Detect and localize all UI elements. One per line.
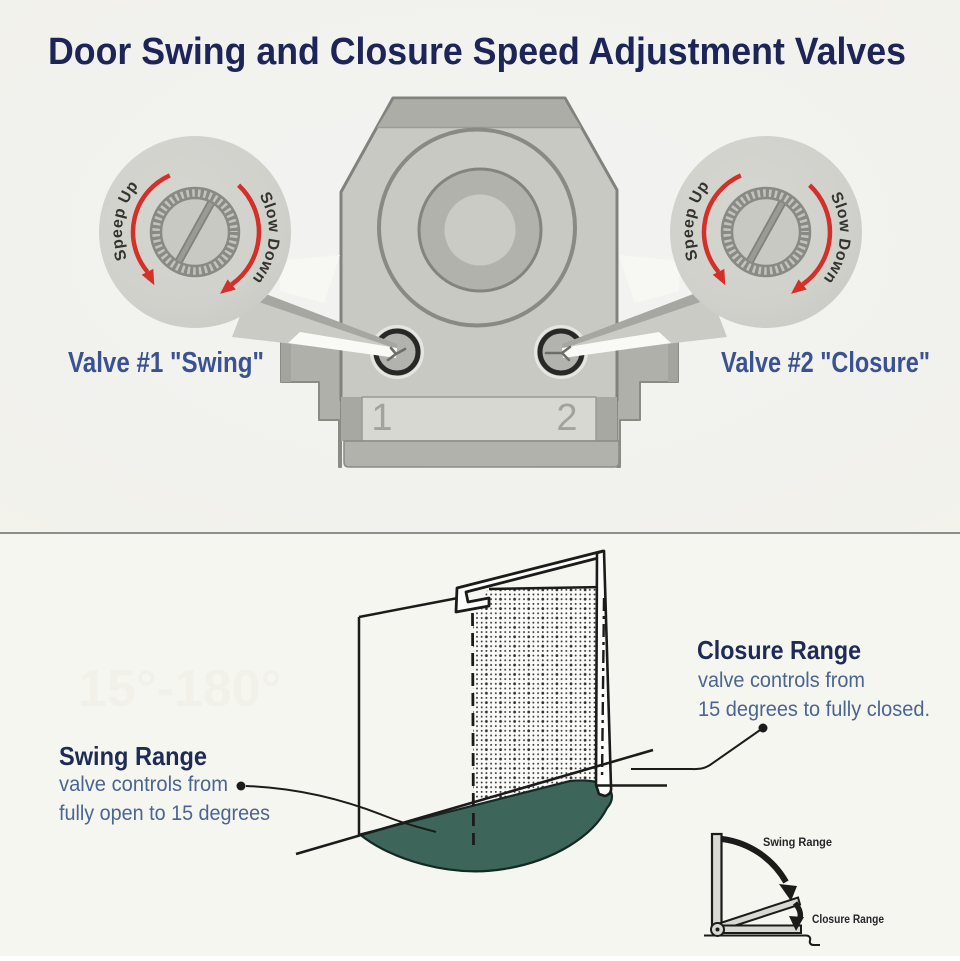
- svg-text:Valve #1 "Swing": Valve #1 "Swing": [68, 347, 264, 379]
- svg-text:2: 2: [556, 397, 577, 439]
- svg-text:Valve #2 "Closure": Valve #2 "Closure": [721, 347, 930, 379]
- svg-text:Closure Range: Closure Range: [812, 912, 884, 926]
- svg-text:valve controls from: valve controls from: [59, 773, 228, 796]
- svg-text:Closure Range: Closure Range: [697, 635, 861, 665]
- svg-text:Swing Range: Swing Range: [59, 741, 207, 771]
- svg-text:fully open to 15 degrees: fully open to 15 degrees: [59, 802, 270, 825]
- svg-text:Door Swing and Closure Speed A: Door Swing and Closure Speed Adjustment …: [48, 31, 906, 73]
- svg-text:Swing Range: Swing Range: [763, 835, 832, 849]
- svg-text:15 degrees to fully closed.: 15 degrees to fully closed.: [698, 698, 930, 721]
- svg-text:15°-180°: 15°-180°: [78, 660, 282, 718]
- svg-text:valve controls from: valve controls from: [698, 669, 865, 692]
- svg-text:1: 1: [371, 397, 392, 439]
